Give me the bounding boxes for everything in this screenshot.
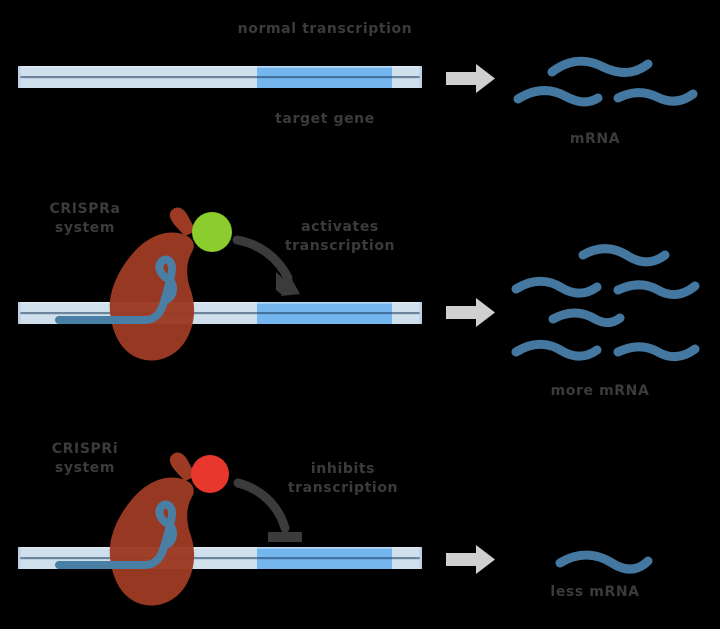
- mrna-squiggle-icon: [513, 86, 603, 107]
- mrna-squiggle-icon: [511, 339, 602, 361]
- panel-title-normal-transcription: normal transcription: [237, 21, 413, 37]
- system-label-crispra: CRISPRa system: [49, 201, 121, 236]
- effect-label-inhibits-transcription: inhibits transcription: [287, 461, 399, 496]
- activator-domain-icon: [192, 212, 232, 252]
- output-label-less-mrna: less mRNA: [550, 584, 640, 600]
- mrna-squiggle-icon-group-row3: [555, 550, 653, 574]
- mrna-squiggle-icon: [548, 308, 625, 328]
- mrna-squiggle-icon: [613, 88, 698, 106]
- output-label-more-mrna: more mRNA: [550, 383, 650, 399]
- system-label-crispri: CRISPRi system: [51, 441, 119, 476]
- guide-rna-icon-crispri: [55, 500, 177, 569]
- mrna-squiggle-icon-group-row1: [513, 56, 698, 107]
- dcas9-protein-icon-crispri: [109, 452, 196, 606]
- right-arrow-icon-row2: [446, 298, 495, 327]
- right-arrow-icon-row1: [446, 64, 495, 93]
- mrna-squiggle-icon: [613, 342, 700, 361]
- mrna-squiggle-icon: [578, 244, 670, 267]
- mrna-squiggle-icon: [511, 276, 602, 298]
- mrna-squiggle-icon: [555, 550, 653, 574]
- guide-rna-icon-crispra: [55, 255, 177, 324]
- dcas9-protein-icon-crispra: [109, 207, 196, 361]
- gene-label-target-gene: target gene: [275, 111, 375, 127]
- curved-activation-arrow-icon: [232, 235, 300, 296]
- right-arrow-icon-row3: [446, 545, 495, 574]
- effect-label-activates-transcription: activates transcription: [284, 219, 396, 254]
- mrna-squiggle-icon: [613, 280, 700, 299]
- mrna-squiggle-icon: [547, 56, 653, 77]
- output-label-mrna: mRNA: [569, 131, 621, 147]
- dna-duplex-icon-row1: [18, 66, 422, 88]
- curved-inhibition-arrow-icon: [233, 478, 302, 542]
- mrna-squiggle-icon-group-row2: [511, 244, 700, 361]
- inhibitor-domain-icon: [191, 455, 229, 493]
